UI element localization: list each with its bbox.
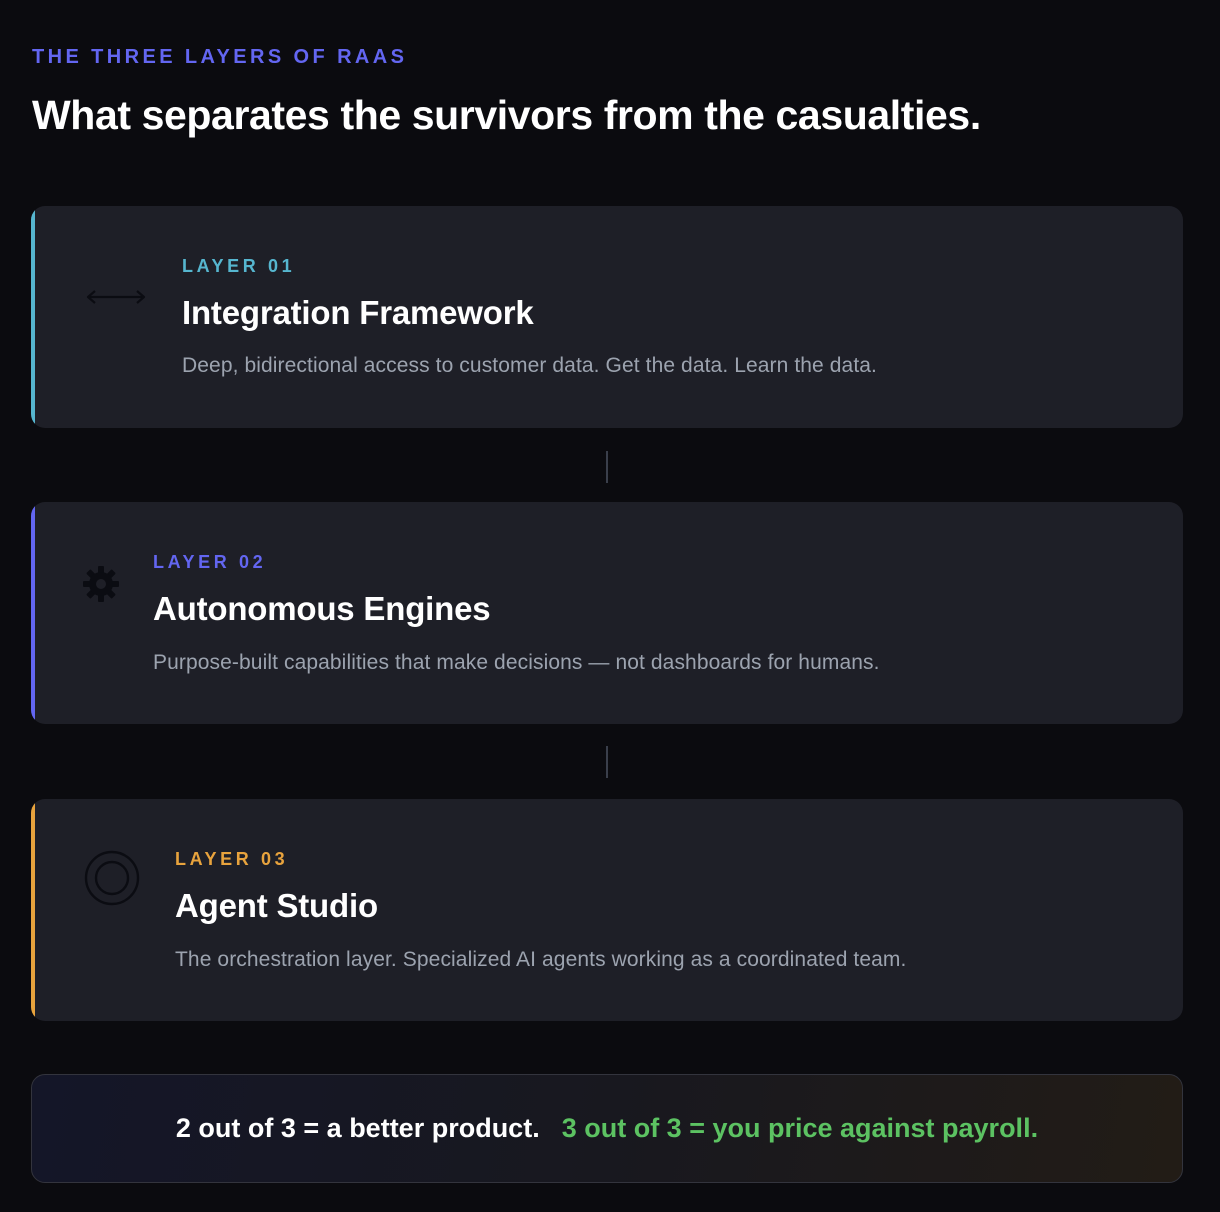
layer-number-label: LAYER 01: [182, 256, 296, 276]
layer-card-integration: LAYER 01 Integration Framework Deep, bid…: [31, 206, 1183, 428]
card-accent-bar: [31, 206, 35, 428]
layer-number-label: LAYER 03: [175, 849, 289, 869]
page-title: What separates the survivors from the ca…: [32, 92, 981, 138]
layer-title: Integration Framework: [182, 294, 534, 331]
layer-card-engines: LAYER 02 Autonomous Engines Purpose-buil…: [31, 502, 1183, 724]
layer-description: Deep, bidirectional access to customer d…: [182, 354, 877, 377]
layer-number-label: LAYER 02: [153, 552, 267, 572]
layer-description: The orchestration layer. Specialized AI …: [175, 948, 907, 971]
layer-description: Purpose-built capabilities that make dec…: [153, 651, 880, 674]
summary-callout: 2 out of 3 = a better product. 3 out of …: [31, 1074, 1183, 1183]
layer-title: Autonomous Engines: [153, 590, 491, 627]
layer-card-agent-studio: LAYER 03 Agent Studio The orchestration …: [31, 799, 1183, 1021]
card-accent-bar: [31, 799, 35, 1021]
layer-connector: [606, 746, 608, 778]
concentric-circles-icon: [84, 850, 140, 906]
layer-title: Agent Studio: [175, 887, 378, 924]
bidirectional-arrow-icon: [86, 290, 146, 304]
layer-connector: [606, 451, 608, 483]
card-accent-bar: [31, 502, 35, 724]
summary-statement-full: 3 out of 3 = you price against payroll.: [561, 1113, 1039, 1143]
summary-statement-partial: 2 out of 3 = a better product.: [175, 1113, 540, 1143]
gear-icon: [83, 566, 119, 602]
eyebrow-label: THE THREE LAYERS OF RAAS: [32, 46, 408, 68]
